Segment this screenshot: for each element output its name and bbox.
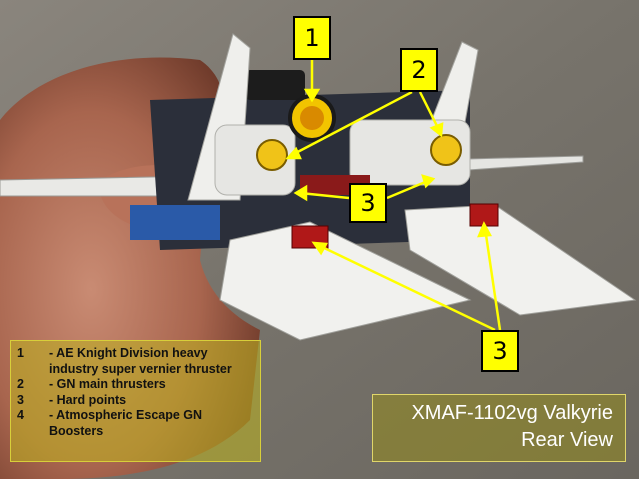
callout-3-top: 3	[349, 183, 387, 223]
callout-1: 1	[293, 16, 331, 60]
title-box: XMAF-1102vg Valkyrie Rear View	[372, 394, 626, 462]
legend-number: 4	[17, 408, 24, 422]
arrowhead-3d	[477, 221, 493, 238]
callout-3-bottom: 3	[481, 330, 519, 372]
legend-number: 2	[17, 377, 24, 391]
vernier-thruster-core	[300, 106, 324, 130]
arrowhead-2b	[429, 122, 444, 138]
arrow-2a	[289, 90, 413, 158]
arrowhead-3b	[421, 174, 436, 189]
legend-box: 1 - AE Knight Division heavy industry su…	[10, 340, 261, 462]
legend-text: - GN main thrusters	[49, 377, 166, 391]
left-booster	[219, 221, 472, 341]
legend-number: 1	[17, 346, 24, 360]
arrow-3b	[386, 178, 431, 200]
arrow-3c	[317, 243, 496, 332]
arrowhead-1	[303, 88, 321, 103]
legend-number: 3	[17, 392, 24, 407]
arrowhead-3a	[293, 184, 308, 202]
arrowhead-2a	[285, 146, 302, 160]
main-thruster-left	[256, 139, 288, 171]
main-thruster-right	[430, 134, 462, 166]
legend-text: - AE Knight Division heavy industry supe…	[49, 346, 232, 376]
legend-item: 4 - Atmospheric Escape GN Boosters	[17, 408, 254, 439]
blue-panel	[130, 205, 220, 240]
legend-text: - Atmospheric Escape GN Boosters	[49, 408, 203, 438]
arrow-3d	[483, 227, 502, 331]
callout-2: 2	[400, 48, 438, 92]
arrow-3a	[299, 191, 350, 200]
legend-item: 2 - GN main thrusters	[17, 377, 254, 393]
arrowhead-3c	[311, 241, 329, 256]
legend-text: - Hard points	[49, 392, 127, 407]
black-canister	[245, 70, 305, 100]
legend-item: 1 - AE Knight Division heavy industry su…	[17, 346, 254, 377]
legend-item: 3 - Hard points	[17, 393, 254, 409]
model-name: XMAF-1102vg Valkyrie	[411, 402, 613, 424]
view-label: Rear View	[521, 429, 613, 451]
